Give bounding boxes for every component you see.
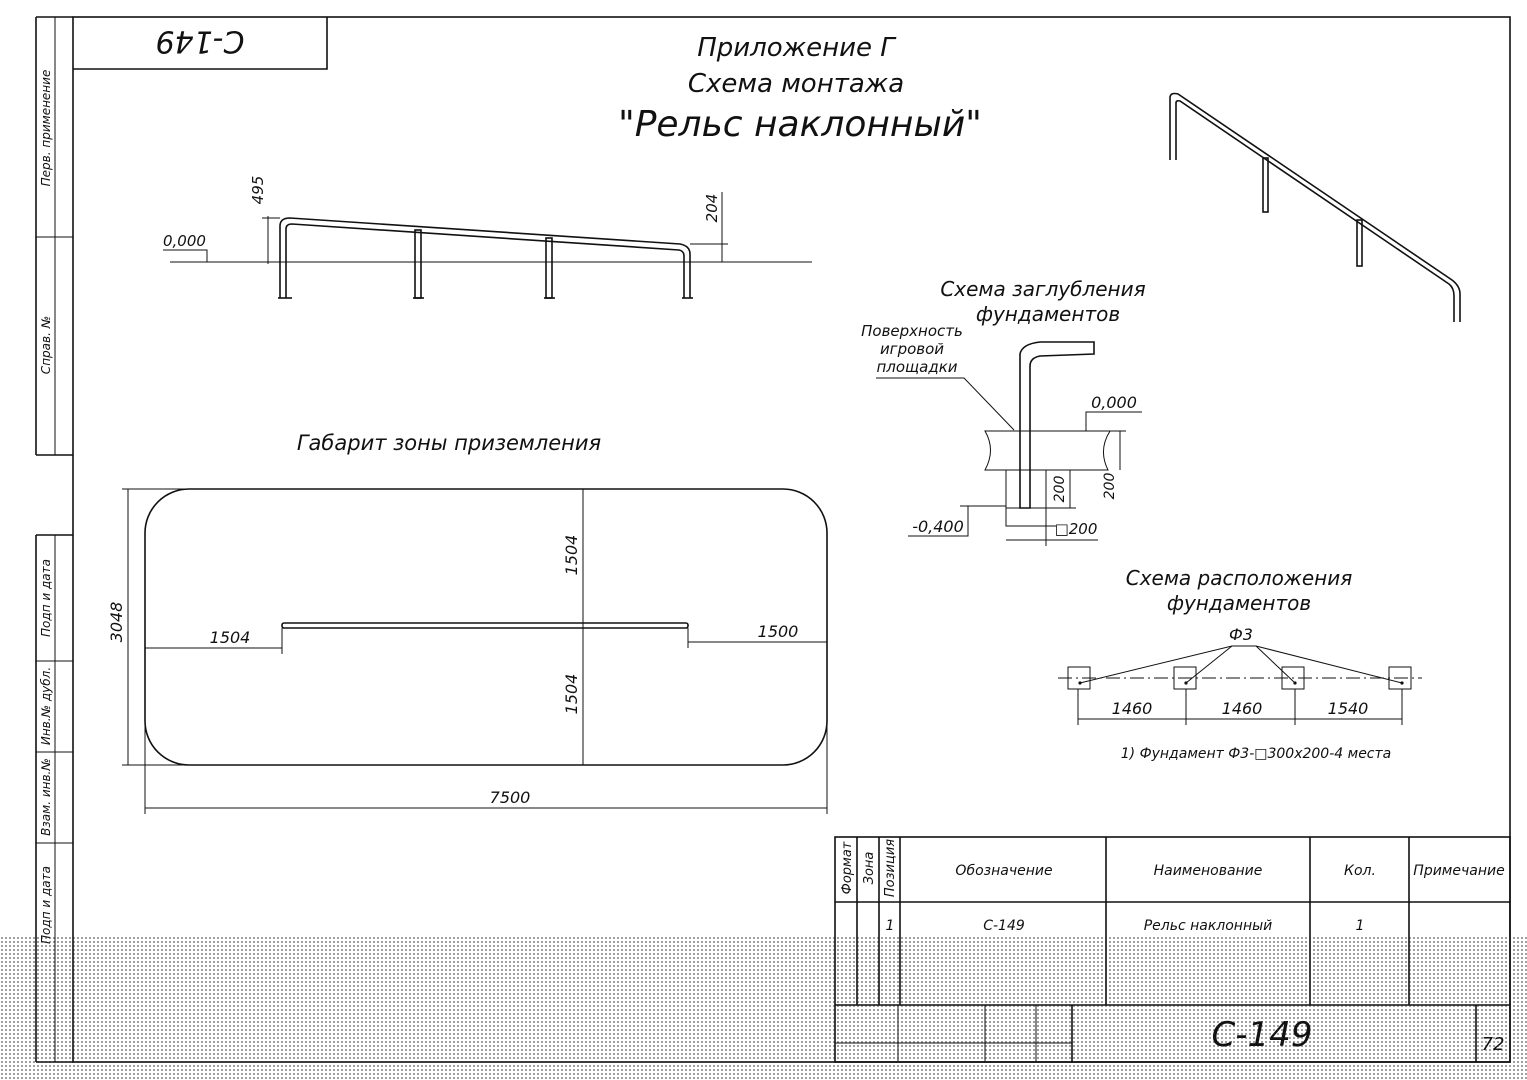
depth-title-2: фундаментов <box>976 302 1120 326</box>
side-view-drawing <box>163 192 812 299</box>
depth-dim-outer: 200 <box>1102 473 1118 500</box>
side-label-vzam: Взам. инв.№ <box>39 758 53 836</box>
landing-top-half: 1504 <box>562 535 581 576</box>
row-position: 1 <box>886 918 895 934</box>
header-note: Примечание <box>1413 863 1504 879</box>
side-label-sprav: Справ. № <box>39 316 53 374</box>
side-label-inv-dubl: Инв.№ дубл. <box>39 667 53 745</box>
sheet-frame <box>35 16 1511 1063</box>
stamp-code: С-149 <box>155 24 244 59</box>
layout-spacing-3: 1540 <box>1328 699 1369 718</box>
side-view-height-right: 204 <box>703 194 721 223</box>
row-name: Рельс наклонный <box>1144 918 1273 934</box>
layout-note: 1) Фундамент Ф3-□300х200-4 места <box>1121 746 1391 762</box>
layout-spacing-2: 1460 <box>1222 699 1263 718</box>
isometric-view <box>1169 92 1461 322</box>
surface-label-2: игровой <box>880 340 944 358</box>
landing-right-offset: 1500 <box>758 622 799 641</box>
side-label-perv: Перв. применение <box>39 70 53 187</box>
layout-title-1: Схема расположения <box>1126 566 1353 590</box>
title-block-code: С-149 <box>1212 1015 1313 1055</box>
depth-level-top: 0,000 <box>1091 393 1137 412</box>
header-zone: Зона <box>862 852 877 885</box>
side-labels: Перв. применение Справ. № Подп и дата Ин… <box>39 70 53 944</box>
side-label-podp2: Подп и дата <box>39 866 53 944</box>
header-position: Позиция <box>883 839 898 897</box>
depth-level-bottom: -0,400 <box>912 517 964 536</box>
header-qty: Кол. <box>1344 863 1376 879</box>
layout-tag: Ф3 <box>1229 625 1253 644</box>
landing-zone-title: Габарит зоны приземления <box>297 431 601 455</box>
header-name: Наименование <box>1154 863 1263 879</box>
surface-label-1: Поверхность <box>861 322 963 340</box>
depth-title-1: Схема заглубления <box>940 277 1145 301</box>
side-view-level: 0,000 <box>163 232 206 250</box>
depth-dim-inner: 200 <box>1052 476 1068 503</box>
row-qty: 1 <box>1356 918 1365 934</box>
landing-zone-drawing <box>122 488 828 814</box>
layout-title-2: фундаментов <box>1167 591 1311 615</box>
side-label-podp1: Подп и дата <box>39 559 53 637</box>
title-block-sheet: 72 <box>1482 1034 1505 1055</box>
layout-drawing <box>1058 645 1422 725</box>
layout-spacing-1: 1460 <box>1112 699 1153 718</box>
depth-drawing <box>876 341 1142 546</box>
landing-left-offset: 1504 <box>210 628 251 647</box>
header-designation: Обозначение <box>955 863 1052 879</box>
title-line-2: Схема монтажа <box>688 69 904 99</box>
landing-height: 3048 <box>107 602 126 643</box>
depth-dim-square: □200 <box>1055 520 1098 538</box>
surface-label-3: площадки <box>876 358 957 376</box>
landing-bottom-half: 1504 <box>562 674 581 715</box>
side-view-height-left: 495 <box>249 176 267 205</box>
landing-width: 7500 <box>490 788 531 807</box>
title-line-3: "Рельс наклонный" <box>618 104 982 145</box>
header-format: Формат <box>840 841 855 894</box>
row-designation: С-149 <box>983 918 1025 934</box>
title-line-1: Приложение Г <box>697 33 897 63</box>
